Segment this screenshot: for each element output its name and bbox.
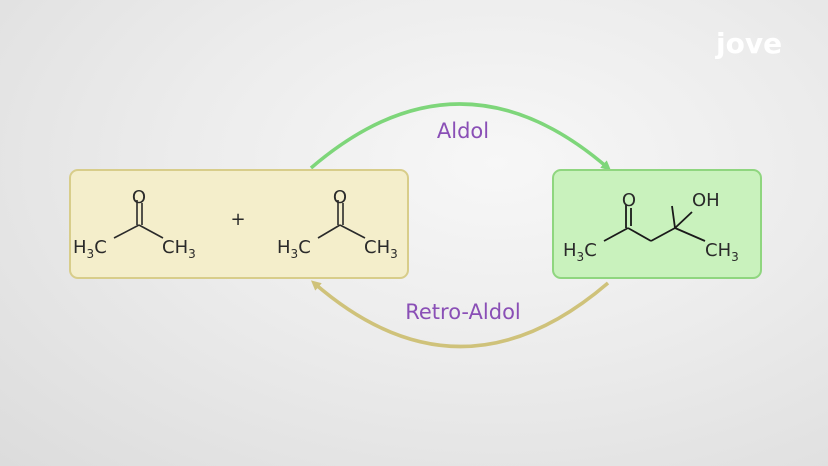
bond-right — [138, 224, 164, 239]
acetone-molecule-1: O H3C CH3 — [73, 187, 196, 261]
product-box — [552, 169, 762, 279]
retro-aldol-arrow — [310, 280, 610, 349]
aldol-arrow — [309, 102, 612, 171]
methyl-left: H3C — [73, 237, 107, 261]
bond-quaternary-oh — [674, 211, 693, 229]
plus-sign: + — [230, 209, 245, 230]
bond-carbonyl-ch2 — [627, 227, 652, 242]
methyl-right: CH3 — [162, 237, 196, 261]
acetone-molecule-2: O H3C CH3 — [277, 187, 398, 261]
bond-left — [317, 224, 341, 239]
methyl-right: CH3 — [364, 237, 398, 261]
aldol-product-molecule: O OH H3C CH3 — [563, 190, 739, 264]
bond-left — [113, 224, 140, 239]
methyl-right: CH3 — [705, 240, 739, 264]
oxygen-atom: O — [622, 190, 636, 211]
logo-text: jove — [715, 27, 782, 60]
oxygen-atom: O — [132, 187, 146, 208]
bond-methyl-carbonyl — [603, 227, 629, 242]
bond-quaternary-ch3 — [674, 227, 706, 242]
bond-ch2-quaternary — [650, 227, 676, 242]
methyl-left: H3C — [563, 240, 597, 264]
oxygen-atom: O — [333, 187, 347, 208]
jove-logo: jove — [715, 27, 782, 60]
reactants-box — [69, 169, 409, 279]
bond-quaternary-methyl — [671, 205, 676, 229]
retro-aldol-label: Retro-Aldol — [405, 300, 521, 324]
hydroxyl-group: OH — [692, 190, 720, 211]
aldol-label: Aldol — [437, 119, 489, 143]
methyl-left: H3C — [277, 237, 311, 261]
bond-right — [339, 224, 366, 239]
